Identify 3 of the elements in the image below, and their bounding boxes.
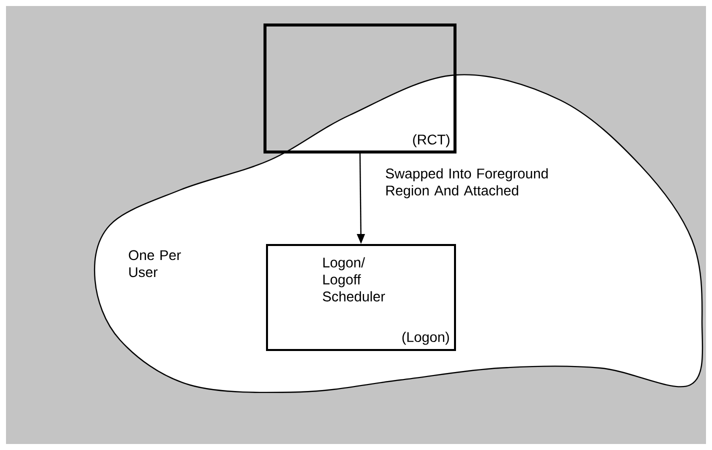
process-box: Logon/ Logoff Scheduler (Logon) xyxy=(266,244,456,351)
edge-label: Swapped Into Foreground Region And Attached xyxy=(386,168,548,198)
process-box: (RCT) xyxy=(264,24,456,154)
